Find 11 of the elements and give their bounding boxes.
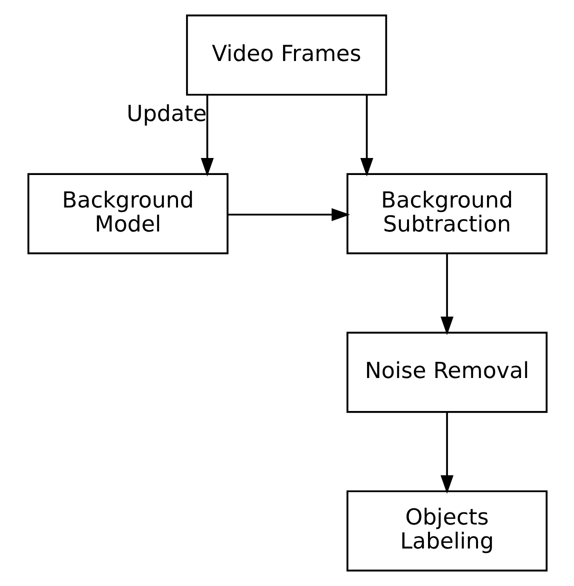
node-box: Background Model bbox=[26, 173, 228, 254]
edge-label: Update bbox=[126, 100, 206, 127]
arrow bbox=[360, 95, 373, 176]
node-box: Background Subtraction bbox=[346, 173, 548, 254]
node-box: Video Frames bbox=[186, 14, 387, 96]
arrow bbox=[200, 95, 214, 176]
node-box: Objects Labeling bbox=[346, 490, 548, 572]
arrow bbox=[228, 208, 350, 222]
node-box: Noise Removal bbox=[346, 332, 548, 413]
arrow bbox=[440, 412, 453, 494]
arrow bbox=[440, 254, 453, 336]
